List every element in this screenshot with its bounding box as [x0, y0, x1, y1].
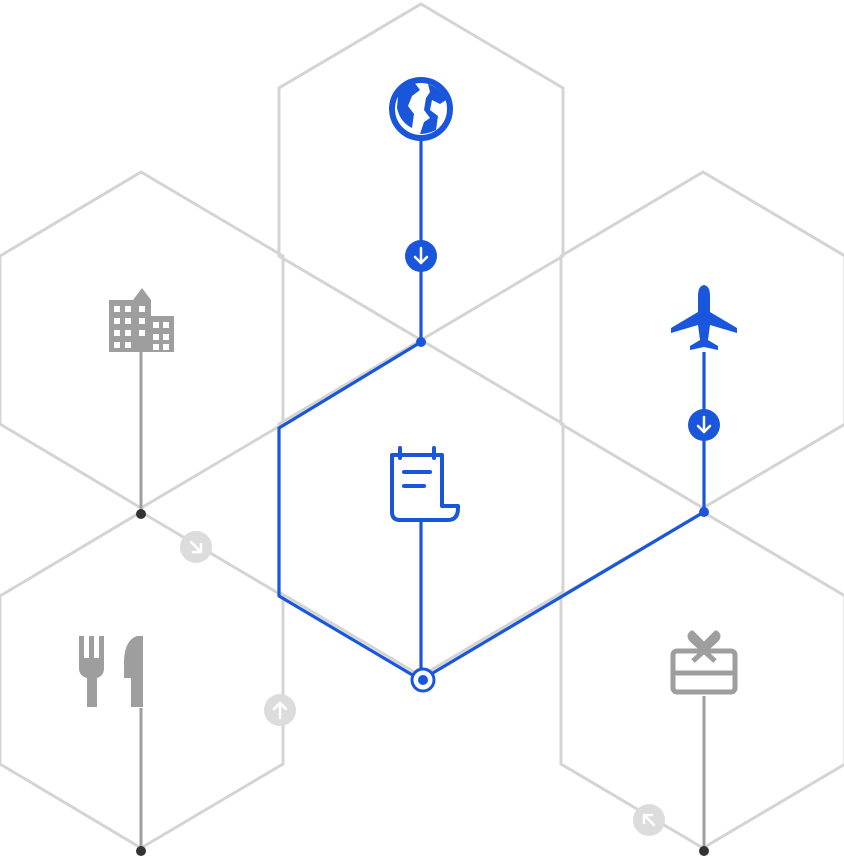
- muted-paths: [139, 350, 706, 852]
- junction-dot-dining: [136, 846, 146, 856]
- arrow-up-icon: [264, 694, 296, 726]
- building-icon: [109, 288, 174, 352]
- globe-to-receipt-loop: [277, 340, 422, 682]
- target-node: [410, 667, 436, 693]
- airplane-to-receipt: [420, 510, 705, 682]
- airplane-icon: [671, 285, 737, 350]
- junction-dot-building: [136, 509, 146, 519]
- fork-knife-icon: [79, 636, 143, 707]
- junction-dot-airplane: [699, 507, 709, 517]
- junction-dot-gift: [699, 846, 709, 856]
- receipt-icon: [390, 446, 460, 522]
- arrow-up-left-icon: [633, 804, 665, 836]
- active-path: [277, 140, 706, 682]
- arrow-down-right-icon: [180, 531, 212, 563]
- arrow-down-icon: [405, 240, 437, 272]
- junction-dot-globe: [416, 337, 426, 347]
- arrow-down-icon: [688, 409, 720, 441]
- globe-icon: [389, 77, 453, 141]
- gift-card-icon: [670, 630, 738, 695]
